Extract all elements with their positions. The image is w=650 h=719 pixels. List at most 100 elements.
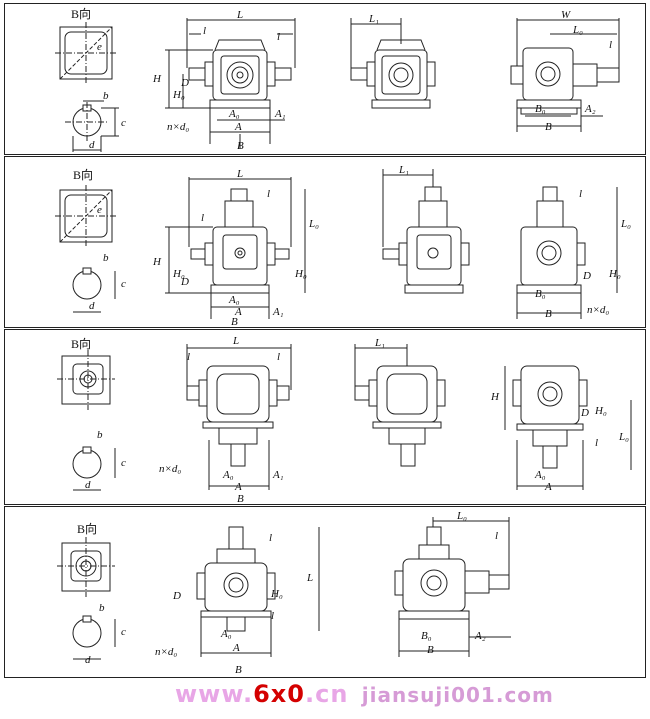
dim-A-i: A bbox=[544, 481, 552, 493]
dim-D: D bbox=[580, 407, 589, 419]
view-label: B向 bbox=[77, 521, 97, 536]
dim-L: L bbox=[236, 168, 243, 180]
view-arrow-B: B bbox=[237, 140, 244, 152]
dim-d: d bbox=[85, 654, 91, 666]
dim-L0-f: L₀ bbox=[620, 218, 631, 230]
dim-H0: H₀ bbox=[270, 588, 283, 600]
dim-L: L bbox=[232, 335, 239, 347]
dim-A: A bbox=[234, 121, 242, 133]
dim-c: c bbox=[121, 278, 126, 290]
row-3-drawing: B向 b c d L l l n×d₀ A₀ A A₁ B L₁ H D H₀ … bbox=[57, 335, 632, 505]
reducer-front-view-j bbox=[196, 526, 276, 632]
reducer-front-view-b bbox=[350, 39, 436, 109]
dim-A0: A₀ bbox=[228, 108, 240, 120]
dim-D-f: D bbox=[582, 270, 591, 282]
dim-A1: A₁ bbox=[272, 469, 284, 481]
dim-H: H bbox=[152, 256, 162, 268]
dim-A1: A₁ bbox=[274, 108, 286, 120]
reducer-side-view-i bbox=[512, 365, 588, 469]
dim-l-left: l bbox=[203, 25, 206, 37]
watermark: www.6x0.cn jiansuji001.com bbox=[175, 680, 554, 714]
dim-L1: L₁ bbox=[374, 337, 385, 349]
row-4-drawing: B向 b c d l L D H₀ l n×d₀ A₀ A B L₀ l B₀ … bbox=[57, 510, 511, 676]
dim-H: H bbox=[490, 391, 500, 403]
dim-H: H bbox=[152, 73, 162, 85]
dim-c: c bbox=[121, 626, 126, 638]
dim-W: W bbox=[561, 9, 571, 21]
dim-A2: A₂ bbox=[474, 630, 486, 642]
dim-A: A bbox=[234, 481, 242, 493]
dim-l-f: l bbox=[579, 188, 582, 200]
watermark-overlay: jiansuji001.com bbox=[361, 683, 554, 707]
dim-L: L bbox=[236, 9, 243, 21]
dim-A: A bbox=[232, 642, 240, 654]
view-arrow-B: B bbox=[231, 316, 238, 327]
watermark-brand: 6x0 bbox=[253, 680, 305, 708]
dim-H0-right: H₀ bbox=[294, 268, 307, 280]
dim-L0: L₀ bbox=[308, 218, 319, 230]
dim-d: d bbox=[85, 479, 91, 491]
dim-nxd0: n×d₀ bbox=[587, 304, 609, 316]
dim-e: e bbox=[97, 204, 102, 216]
dim-L0: L₀ bbox=[572, 24, 583, 36]
dim-L0: L₀ bbox=[456, 510, 467, 522]
dim-l-c: l bbox=[609, 39, 612, 51]
dim-b: b bbox=[103, 90, 109, 102]
view-label: B向 bbox=[71, 336, 91, 351]
view-label: B向 bbox=[73, 167, 93, 182]
row-2-drawing: B向 e b c d L l l L₀ H H₀ D H₀ A₀ A A₁ B … bbox=[55, 164, 631, 328]
dim-l-k: l bbox=[495, 530, 498, 542]
dim-l-left: l bbox=[187, 351, 190, 363]
dim-H0: H₀ bbox=[172, 89, 185, 101]
dim-b: b bbox=[99, 602, 105, 614]
dim-b: b bbox=[103, 252, 109, 264]
dim-B0: B₀ bbox=[535, 103, 546, 115]
dim-c: c bbox=[121, 117, 126, 129]
panel-row-4: B向 b c d l L D H₀ l n×d₀ A₀ A B L₀ l B₀ … bbox=[4, 506, 646, 678]
dim-A0: A₀ bbox=[222, 469, 234, 481]
panel-row-3: B向 b c d L l l n×d₀ A₀ A A₁ B L₁ H D H₀ … bbox=[4, 329, 646, 505]
dim-D: D bbox=[180, 276, 189, 288]
dim-b: b bbox=[97, 429, 103, 441]
dim-l-right: l bbox=[277, 351, 280, 363]
reducer-front-view-a bbox=[188, 39, 292, 109]
dim-c: c bbox=[121, 457, 126, 469]
watermark-prefix: www. bbox=[175, 680, 254, 708]
dim-L: L bbox=[306, 572, 313, 584]
reducer-side-view-f bbox=[516, 186, 586, 294]
dim-L0: L₀ bbox=[618, 431, 629, 443]
dim-A0: A₀ bbox=[220, 628, 232, 640]
dim-H0-f: H₀ bbox=[608, 268, 621, 280]
dim-B: B bbox=[545, 121, 552, 133]
reducer-front-view-e bbox=[382, 186, 470, 294]
dim-l: l bbox=[269, 532, 272, 544]
view-arrow-B: B bbox=[235, 664, 242, 676]
dim-nxd0: n×d₀ bbox=[159, 463, 181, 475]
dim-d: d bbox=[89, 139, 95, 151]
dim-D: D bbox=[180, 77, 189, 89]
view-arrow-B: B bbox=[237, 493, 244, 504]
dim-l-top: l bbox=[267, 188, 270, 200]
reducer-front-view-g bbox=[186, 365, 290, 467]
reducer-front-view-h bbox=[354, 365, 446, 467]
reducer-side-view-c bbox=[510, 47, 620, 115]
dim-H0: H₀ bbox=[172, 268, 185, 280]
dim-D: D bbox=[172, 590, 181, 602]
dim-A0: A₀ bbox=[228, 294, 240, 306]
watermark-suffix: .cn bbox=[305, 680, 349, 708]
dim-A2: A₂ bbox=[584, 103, 596, 115]
dim-nxd0: n×d₀ bbox=[155, 646, 177, 658]
dim-A0-i: A₀ bbox=[534, 469, 546, 481]
dim-d: d bbox=[89, 300, 95, 312]
dim-nxd0: n×d₀ bbox=[167, 121, 189, 133]
dim-l-i: l bbox=[595, 437, 598, 449]
panel-row-2: B向 e b c d L l l L₀ H H₀ D H₀ A₀ A A₁ B … bbox=[4, 156, 646, 328]
dim-L1: L₁ bbox=[398, 164, 409, 176]
dim-H0: H₀ bbox=[594, 405, 607, 417]
dim-A1: A₁ bbox=[272, 306, 284, 318]
row-1-drawing: B向 e b c d L l l H H₀ D A₀ A₁ A n×d₀ B L… bbox=[55, 6, 620, 152]
dim-A: A bbox=[234, 306, 242, 318]
dim-B0: B₀ bbox=[535, 288, 546, 300]
dim-B: B bbox=[427, 644, 434, 656]
